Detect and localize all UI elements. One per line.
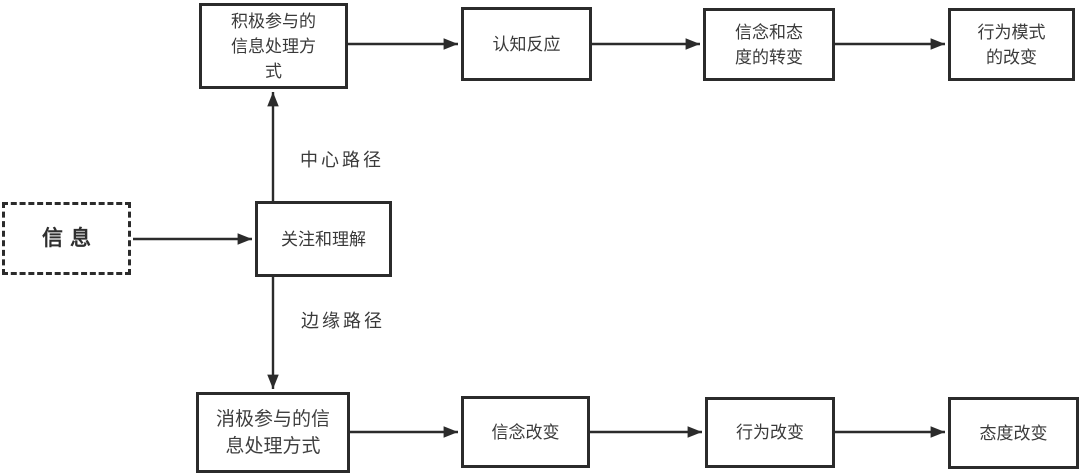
node-passive-information-processing: 消极参与的信 息处理方式	[196, 392, 350, 473]
node-belief-change: 信念改变	[461, 396, 590, 468]
node-cognitive-response: 认知反应	[461, 7, 592, 81]
node-behavior-change: 行为改变	[705, 397, 835, 468]
node-belief-attitude-shift: 信念和态 度的转变	[703, 8, 835, 81]
label-peripheral-route: 边缘路径	[301, 311, 385, 331]
node-attention-and-understanding: 关注和理解	[255, 201, 392, 277]
node-active-information-processing: 积极参与的 信息处理方 式	[199, 3, 348, 89]
label-central-route: 中心路径	[300, 150, 384, 170]
node-information: 信息	[2, 202, 131, 275]
node-behavior-pattern-change: 行为模式 的改变	[948, 8, 1075, 81]
node-attitude-change: 态度改变	[948, 397, 1079, 469]
